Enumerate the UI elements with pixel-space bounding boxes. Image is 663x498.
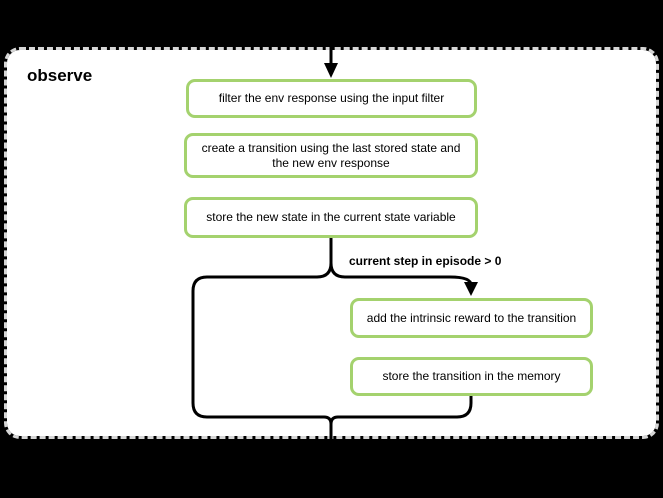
flow-node-create-transition: create a transition using the last store… [184, 133, 478, 178]
flow-node-store-transition: store the transition in the memory [350, 357, 593, 396]
flow-node-store-new-state: store the new state in the current state… [184, 197, 478, 238]
diagram-title: observe [27, 66, 93, 85]
flow-node-add-intrinsic-reward: add the intrinsic reward to the transiti… [350, 298, 593, 338]
condition-label: current step in episode > 0 [349, 254, 502, 268]
flow-node-filter-env-response: filter the env response using the input … [186, 79, 477, 118]
